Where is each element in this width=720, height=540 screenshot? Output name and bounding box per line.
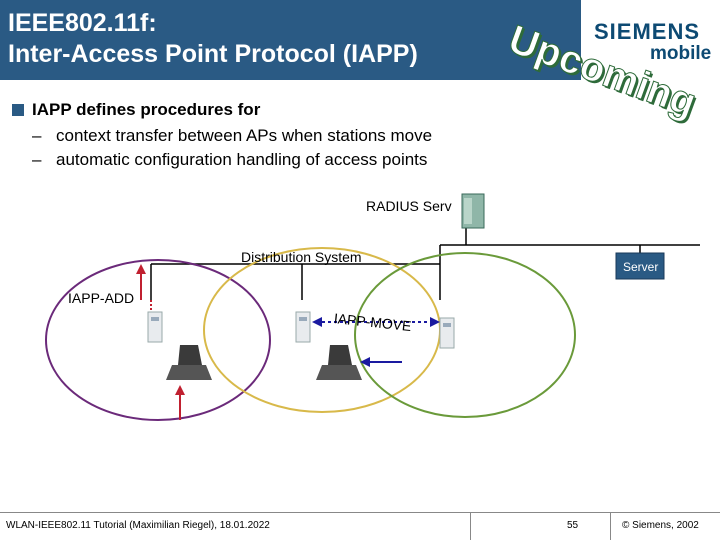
bullet-main: IAPP defines procedures for: [12, 100, 260, 124]
footer-divider: [0, 512, 720, 513]
coverage-circle-1: [45, 259, 271, 421]
laptop-1-icon: [166, 345, 212, 380]
coverage-circle-3: [354, 252, 576, 418]
mobile-logo: mobile: [650, 43, 712, 64]
title-line-2: Inter-Access Point Protocol (IAPP): [8, 40, 418, 68]
footer-divider-2: [610, 513, 611, 540]
radius-server-icon: [461, 193, 485, 229]
bullet-list: IAPP defines procedures for – context tr…: [12, 100, 432, 172]
copyright: © Siemens, 2002: [622, 520, 699, 531]
page-number: 55: [567, 520, 579, 531]
bullet-main-text: IAPP defines procedures for: [32, 100, 261, 119]
dash-marker: –: [32, 126, 42, 145]
iapp-move-arrowhead: [430, 317, 440, 327]
iapp-move-arrowtail: [312, 317, 322, 327]
title-line-1: IEEE802.11f:: [8, 9, 157, 37]
page-title: IEEE802.11f: Inter-Access Point Protocol…: [8, 8, 418, 70]
server-box-icon: [615, 252, 665, 280]
access-point-3-icon: [439, 317, 455, 349]
footer-tutorial-info: WLAN-IEEE802.11 Tutorial (Maximilian Rie…: [6, 520, 270, 531]
header-bar: [0, 0, 581, 80]
laptop-2-icon: [316, 345, 362, 380]
siemens-logo: SIEMENS: [594, 19, 701, 44]
logo-area: [581, 0, 720, 80]
station-move-arrowhead: [175, 385, 185, 395]
server-label: Server: [623, 260, 659, 274]
iapp-add-label: IAPP-ADD: [68, 290, 135, 306]
iapp-add-arrowhead: [136, 264, 146, 274]
access-point-1-icon: [147, 311, 163, 343]
bullet-sub-text: automatic configuration handling of acce…: [56, 150, 428, 169]
bullet-sub-text: context transfer between APs when statio…: [56, 126, 433, 145]
distribution-system-label: Distribution System: [241, 249, 362, 265]
dash-marker: –: [32, 150, 42, 169]
bullet-square-icon: [12, 104, 24, 116]
bullet-sub-1: – context transfer between APs when stat…: [12, 124, 432, 148]
bullet-sub-2: – automatic configuration handling of ac…: [12, 148, 427, 172]
access-point-2-icon: [295, 311, 311, 343]
radius-server-label: RADIUS Serv: [366, 198, 452, 214]
footer-divider-1: [470, 513, 471, 540]
roam-arrowhead: [360, 357, 370, 367]
